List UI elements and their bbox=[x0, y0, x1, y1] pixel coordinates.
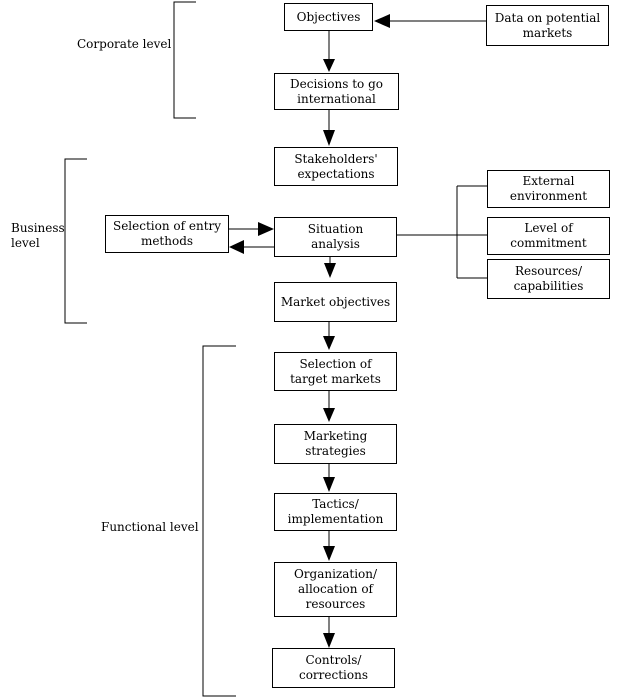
level-of-commitment-box: Level of commitment bbox=[487, 217, 610, 255]
arrow-head-down bbox=[323, 408, 335, 422]
marketing-strategies-box: Marketing strategies bbox=[274, 424, 397, 464]
arrow-head-left bbox=[374, 14, 390, 28]
functional-level-label: Functional level bbox=[101, 520, 199, 534]
functional-bracket bbox=[202, 345, 236, 697]
arrow-head-down bbox=[323, 546, 335, 561]
arrow-head-down bbox=[323, 59, 335, 72]
market-objectives-box: Market objectives bbox=[274, 282, 397, 322]
arrow-head-left bbox=[229, 240, 244, 254]
arrow-head-down bbox=[324, 263, 336, 278]
arrow-head-down bbox=[323, 633, 335, 648]
selection-of-entry-methods-box: Selection of entry methods bbox=[105, 215, 229, 253]
external-environment-box: External environment bbox=[487, 170, 610, 208]
arrow-head-down bbox=[323, 477, 335, 492]
controls-corrections-box: Controls/ corrections bbox=[272, 648, 395, 688]
corporate-bracket bbox=[173, 1, 196, 119]
arrow-head-down bbox=[323, 336, 335, 350]
situation-analysis-box: Situation analysis bbox=[274, 217, 397, 257]
decisions-to-go-international-box: Decisions to go international bbox=[274, 73, 399, 110]
business-level-label: Business level bbox=[11, 221, 65, 250]
selection-of-target-markets-box: Selection of target markets bbox=[274, 352, 397, 391]
objectives-box: Objectives bbox=[284, 3, 373, 31]
stakeholders-expectations-box: Stakeholders' expectations bbox=[274, 147, 398, 186]
organization-allocation-of-resources-box: Organization/ allocation of resources bbox=[274, 562, 397, 617]
tactics-implementation-box: Tactics/ implementation bbox=[274, 493, 397, 531]
arrow-head-down bbox=[323, 130, 335, 146]
corporate-level-label: Corporate level bbox=[77, 37, 172, 51]
business-bracket bbox=[64, 158, 87, 324]
arrow-head-right bbox=[258, 222, 274, 236]
data-on-potential-markets-box: Data on potential markets bbox=[486, 5, 609, 46]
resources-capabilities-box: Resources/ capabilities bbox=[487, 259, 610, 299]
